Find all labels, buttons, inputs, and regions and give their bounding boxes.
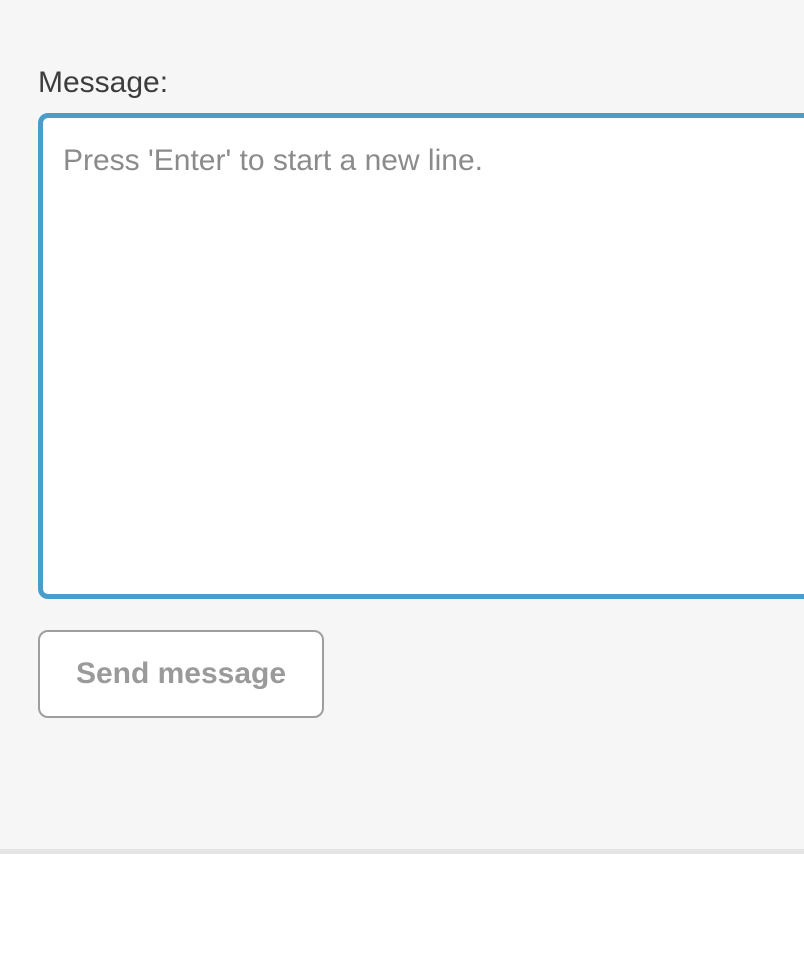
message-form-section: Message: Send message — [38, 66, 804, 718]
section-divider — [0, 849, 804, 854]
message-label: Message: — [38, 66, 169, 99]
message-textarea[interactable] — [38, 113, 804, 599]
send-message-button[interactable]: Send message — [38, 630, 324, 718]
